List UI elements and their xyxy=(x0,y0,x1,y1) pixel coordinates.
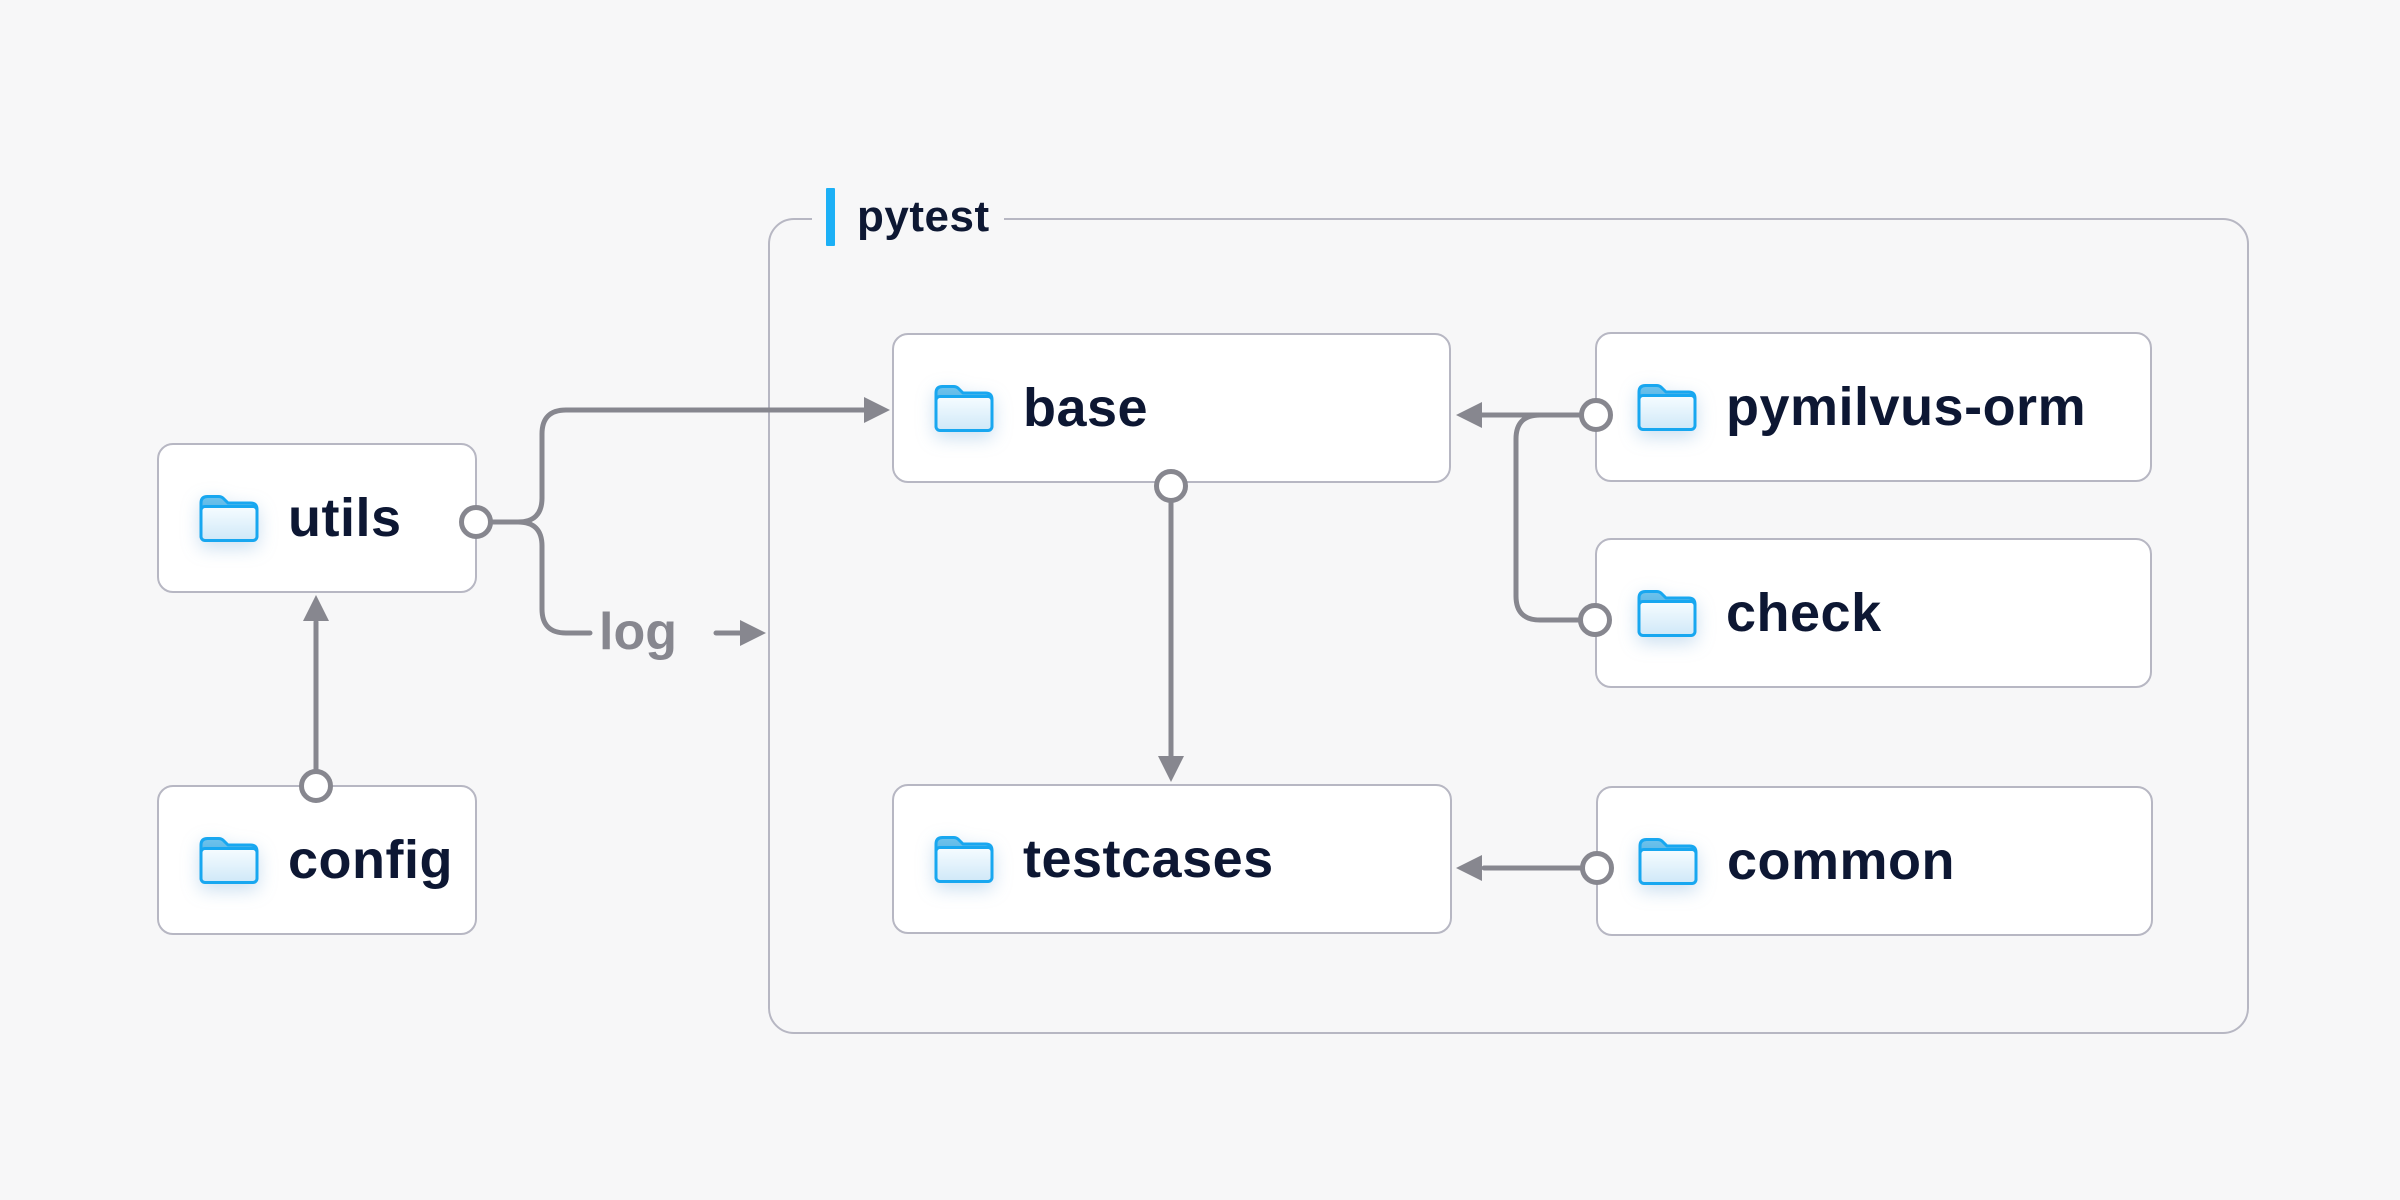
pytest-group-label-text: pytest xyxy=(857,192,990,241)
label-accent-bar xyxy=(826,188,835,246)
folder-icon xyxy=(1637,589,1697,637)
folder-icon xyxy=(934,384,994,432)
node-label: common xyxy=(1727,831,1956,891)
node-label: base xyxy=(1023,378,1149,438)
node-label: testcases xyxy=(1023,829,1274,889)
node-base: base xyxy=(892,333,1451,483)
folder-icon xyxy=(1638,837,1698,885)
arrowhead-log-into-pytest xyxy=(740,620,766,646)
node-utils: utils xyxy=(157,443,477,593)
folder-icon xyxy=(199,836,259,884)
pytest-group-container xyxy=(768,218,2249,1034)
edge-label-log: log xyxy=(599,603,677,661)
node-label: utils xyxy=(288,488,402,548)
folder-icon xyxy=(1637,383,1697,431)
folder-icon xyxy=(199,494,259,542)
node-config: config xyxy=(157,785,477,935)
node-check: check xyxy=(1595,538,2152,688)
node-label: check xyxy=(1726,583,1882,643)
folder-icon xyxy=(934,835,994,883)
node-common: common xyxy=(1596,786,2153,936)
pytest-group-label: pytest xyxy=(812,184,1004,250)
edge-utils-to-log xyxy=(487,519,593,636)
node-pymilvus-orm: pymilvus-orm xyxy=(1595,332,2152,482)
node-label: pymilvus-orm xyxy=(1726,377,2087,437)
node-testcases: testcases xyxy=(892,784,1452,934)
node-label: config xyxy=(288,830,453,890)
arrowhead-into-utils xyxy=(303,595,329,621)
